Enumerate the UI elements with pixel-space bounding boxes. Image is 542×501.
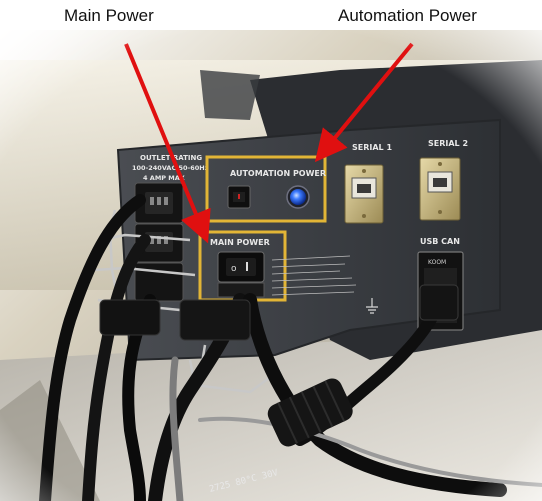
usb-brand-mark: KOOM — [428, 259, 446, 266]
automation-power-switch[interactable] — [227, 185, 251, 209]
callout-automation-power-label: Automation Power — [338, 6, 477, 25]
automation-power-panel-label: AUTOMATION POWER — [230, 169, 326, 178]
serial-1-port[interactable] — [344, 164, 384, 224]
automation-power-led — [286, 185, 310, 209]
usb-can-label: USB CAN — [420, 237, 460, 246]
switch-off-symbol: o — [231, 264, 237, 274]
serial-2-port[interactable] — [419, 157, 461, 221]
outlet-rating-voltage: 100-240VAC 50-60Hz — [132, 164, 209, 172]
serial-2-label: SERIAL 2 — [428, 139, 468, 148]
serial-1-label: SERIAL 1 — [352, 143, 392, 152]
callout-main-power-label: Main Power — [64, 6, 154, 25]
device-rear-panel-photo: OUTLET RATING 100-240VAC 50-60Hz 4 AMP M… — [0, 30, 542, 501]
main-power-switch[interactable]: o — [217, 251, 265, 283]
main-power-panel-label: MAIN POWER — [210, 238, 270, 247]
